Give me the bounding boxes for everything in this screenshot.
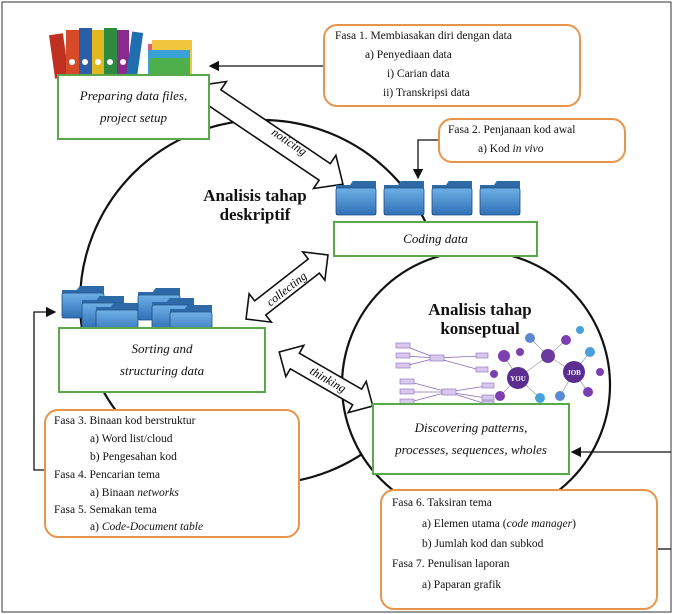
coding-folder-icon xyxy=(479,181,521,216)
coding-folders-icon xyxy=(335,181,521,216)
phase6-title: Fasa 6. Taksiran tema xyxy=(392,497,492,509)
conceptual-analysis-title: Analisis tahap konseptual xyxy=(420,300,540,338)
phase6-item-a: a) Elemen utama (code manager) xyxy=(422,518,576,530)
connector-phase345 xyxy=(33,306,57,471)
stage-discovering-box: Discovering patterns, processes, sequenc… xyxy=(372,403,570,475)
phase3-item-b: b) Pengesahan kod xyxy=(90,451,177,463)
phase5-title: Fasa 5. Semakan tema xyxy=(54,504,157,516)
job-hub-node xyxy=(563,361,585,383)
phase1-item-i: i) Carian data xyxy=(387,68,450,80)
phase2-item-a: a) Kod in vivo xyxy=(478,143,543,155)
conceptual-title-line2: konseptual xyxy=(440,319,520,338)
phase2-item-a-prefix: a) Kod xyxy=(478,143,513,155)
stage-coding-box: Coding data xyxy=(333,221,538,257)
phase345-box: Fasa 3. Binaan kod berstruktur a) Word l… xyxy=(44,409,300,538)
you-hub-node xyxy=(507,367,529,389)
collecting-arrow xyxy=(245,250,329,324)
phase1-item-ii: ii) Transkripsi data xyxy=(383,87,470,99)
coding-folder-icon xyxy=(335,181,377,216)
coding-folder-icon xyxy=(431,181,473,216)
phase5-item-a-prefix: a) xyxy=(90,521,102,533)
phase4-item-a: a) Binaan networks xyxy=(90,487,179,499)
phase6-item-a-suffix: ) xyxy=(572,518,576,530)
phase6-item-b: b) Jumlah kod dan subkod xyxy=(422,538,544,550)
sorting-line2: structuring data xyxy=(119,363,205,378)
sorting-line1: Sorting and xyxy=(131,341,193,356)
stage-sorting-box: Sorting and structuring data xyxy=(58,327,266,393)
phase5-item-a: a) Code-Document table xyxy=(90,521,203,533)
phase5-item-a-italic: Code-Document table xyxy=(101,521,204,533)
connector-phase2 xyxy=(412,139,438,180)
conceptual-circle xyxy=(340,249,612,521)
discovering-line2: processes, sequences, wholes xyxy=(395,442,547,457)
phase3-title: Fasa 3. Binaan kod berstruktur xyxy=(54,415,196,427)
discovering-line1: Discovering patterns, xyxy=(414,420,528,435)
phase67-box: Fasa 6. Taksiran tema a) Elemen utama (c… xyxy=(380,489,658,610)
job-hub-label: JOB xyxy=(567,369,581,377)
stage-preparing-box: Preparing data files, project setup xyxy=(57,74,210,140)
preparing-line1: Preparing data files, xyxy=(79,88,188,103)
preparing-line2: project setup xyxy=(99,110,168,125)
phase3-item-a: a) Word list/cloud xyxy=(90,433,173,445)
phase7-title: Fasa 7. Penulisan laporan xyxy=(392,558,510,570)
phase2-item-a-italic: in vivo xyxy=(512,143,544,155)
descriptive-analysis-title: Analisis tahap deskriptif xyxy=(180,186,330,224)
descriptive-title-line2: deskriptif xyxy=(219,205,291,224)
coding-folder-icon xyxy=(383,181,425,216)
phase1-box: Fasa 1. Membiasakan diri dengan data a) … xyxy=(323,24,581,107)
phase2-box: Fasa 2. Penjanaan kod awal a) Kod in viv… xyxy=(438,118,626,163)
phase4-title: Fasa 4. Pencarian tema xyxy=(54,469,161,481)
phase4-item-a-italic: networks xyxy=(137,487,179,499)
you-hub-label: YOU xyxy=(510,375,526,383)
phase2-title: Fasa 2. Penjanaan kod awal xyxy=(448,124,576,136)
phase6-item-a-italic: code manager xyxy=(506,518,573,530)
phase4-item-a-prefix: a) Binaan xyxy=(90,487,138,499)
phase1-item-a: a) Penyediaan data xyxy=(365,49,452,61)
binders-icon xyxy=(49,28,192,79)
phase1-title: Fasa 1. Membiasakan diri dengan data xyxy=(335,30,512,42)
network-graphic: YOU JOB xyxy=(395,326,604,407)
phase6-item-a-prefix: a) Elemen utama ( xyxy=(422,518,507,530)
conceptual-title-line1: Analisis tahap xyxy=(428,300,532,319)
phase7-item-a: a) Paparan grafik xyxy=(422,579,502,591)
coding-label: Coding data xyxy=(403,231,468,246)
descriptive-title-line1: Analisis tahap xyxy=(203,186,307,205)
